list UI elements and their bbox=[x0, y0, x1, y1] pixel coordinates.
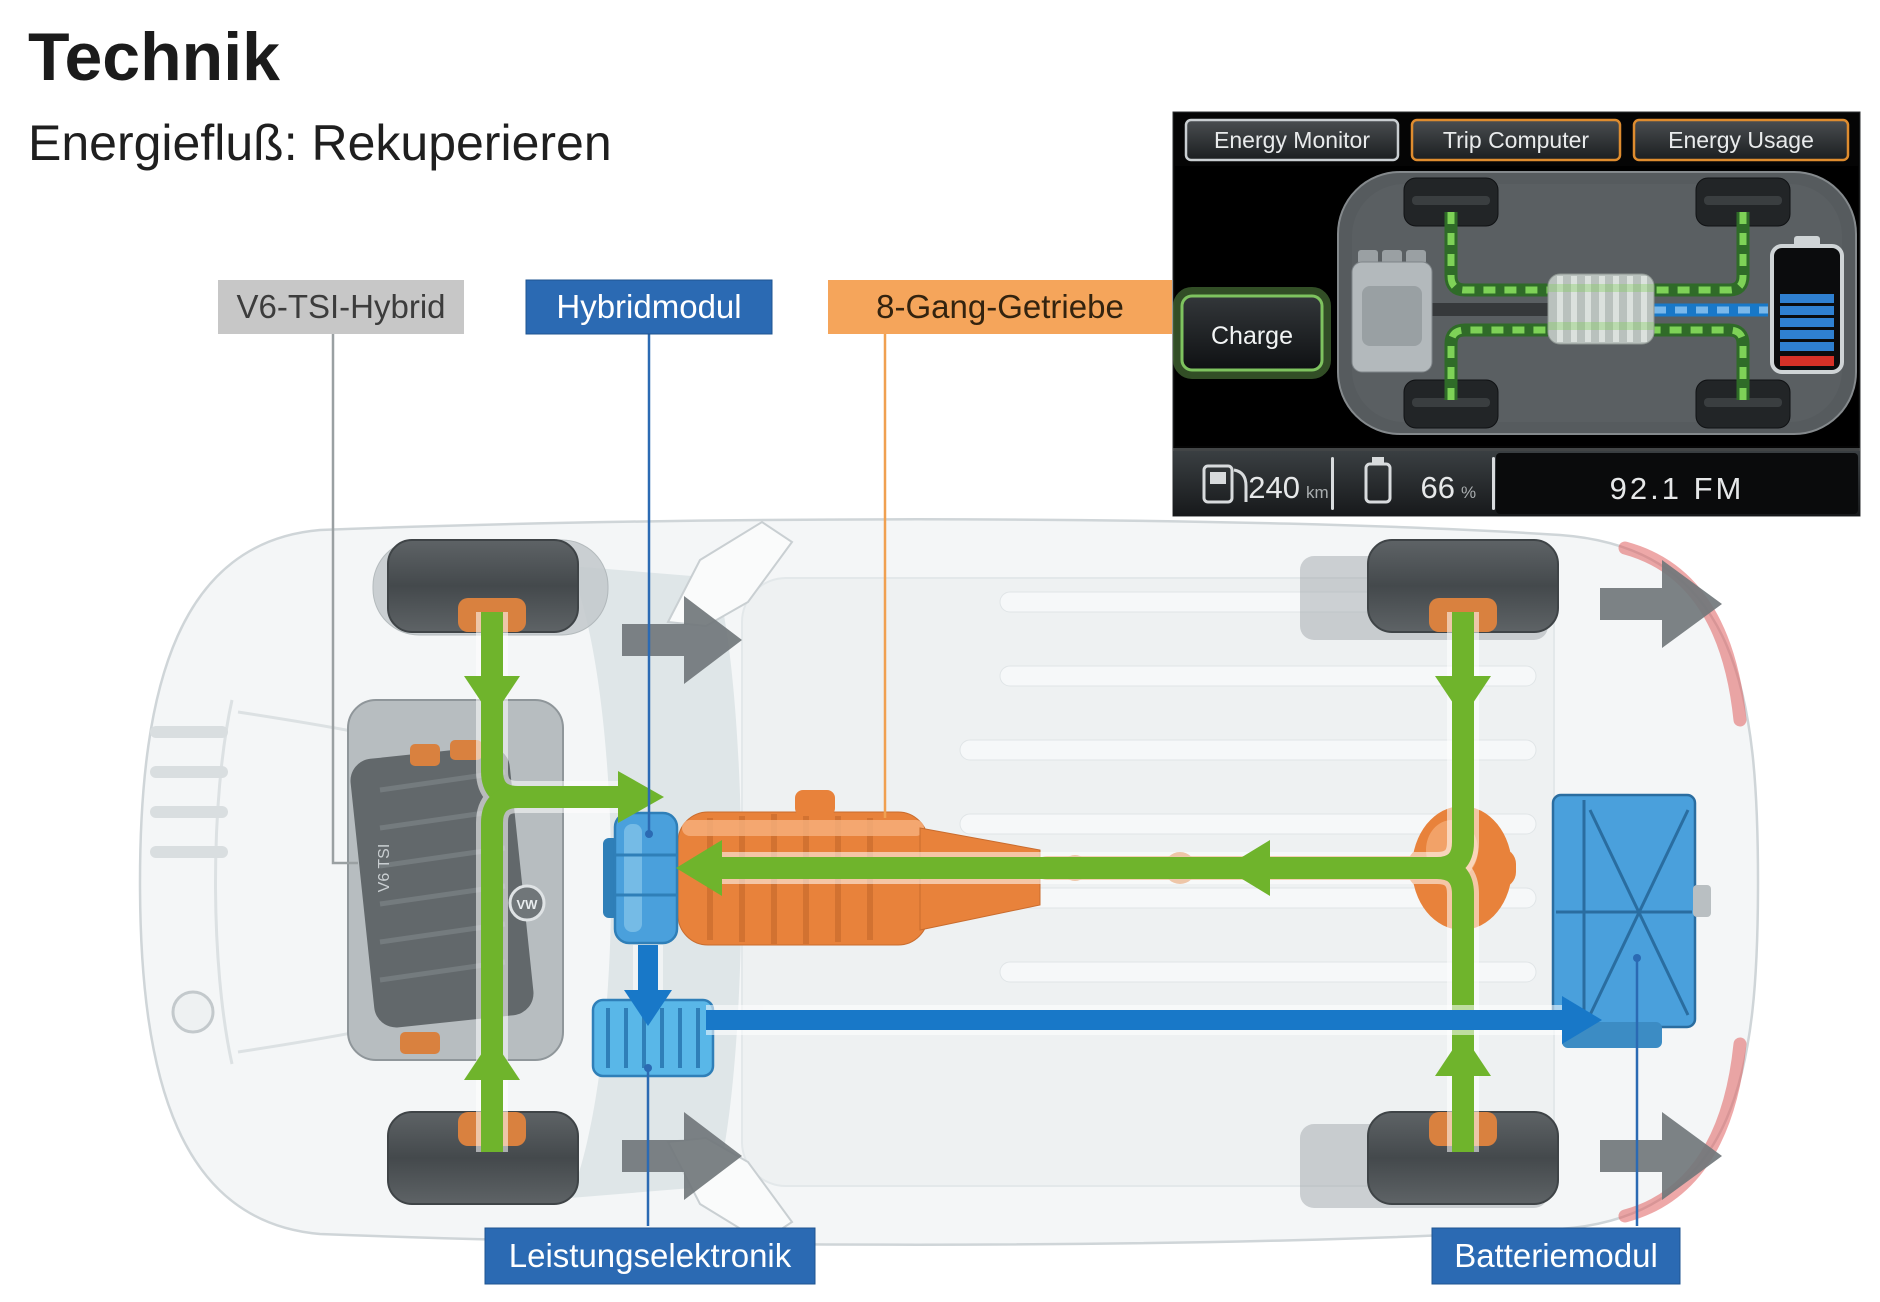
vw-front-emblem bbox=[171, 990, 215, 1034]
label-battery: Batteriemodul bbox=[1454, 1237, 1658, 1274]
vw-logo-text: VW bbox=[517, 897, 539, 912]
radio-segment-bg bbox=[1496, 453, 1858, 514]
page-subtitle: Energiefluß: Rekuperieren bbox=[28, 115, 612, 171]
direction-arrow-front-bottom bbox=[622, 1112, 742, 1200]
tab-energy-usage-label: Energy Usage bbox=[1668, 127, 1814, 153]
charge-button-glow bbox=[1173, 287, 1331, 379]
statusbar-divider bbox=[1492, 457, 1495, 510]
connector-dot bbox=[644, 1064, 652, 1072]
tab-trip-computer[interactable] bbox=[1410, 118, 1622, 162]
label-gearbox: 8-Gang-Getriebe bbox=[876, 288, 1124, 325]
tab-trip-computer-label: Trip Computer bbox=[1443, 127, 1589, 153]
green-arrow-down-front bbox=[464, 676, 520, 718]
charge-button[interactable] bbox=[1180, 294, 1324, 372]
blue-arrow-into-battery bbox=[1562, 996, 1602, 1044]
connector-engine-label bbox=[331, 334, 358, 865]
page-title: Technik bbox=[28, 19, 280, 95]
label-hybridmodule: Hybridmodul bbox=[556, 288, 741, 325]
green-arrow-up-rear bbox=[1435, 1034, 1491, 1076]
statusbar-divider bbox=[1331, 457, 1334, 510]
charge-button-label: Charge bbox=[1211, 322, 1293, 350]
direction-arrows bbox=[622, 560, 1722, 1200]
display-green-paths bbox=[1444, 212, 1750, 400]
green-flow-lines bbox=[464, 612, 1491, 1152]
display-transmission-icon bbox=[1547, 273, 1655, 345]
front-grille bbox=[150, 726, 228, 1034]
display-wheels bbox=[1403, 177, 1791, 429]
direction-arrow-rear-bottom bbox=[1600, 1112, 1722, 1200]
label-electronics: Leistungselektronik bbox=[509, 1237, 792, 1274]
engine-detail-orange bbox=[450, 740, 482, 760]
blue-flow-lines bbox=[624, 945, 1602, 1044]
gearbox-top-mount bbox=[795, 790, 835, 816]
engine-v6: V6 TSI VW bbox=[347, 699, 564, 1061]
vw-logo-icon bbox=[508, 884, 546, 922]
range-value: 240 bbox=[1248, 470, 1300, 505]
battery-icon bbox=[1364, 457, 1392, 504]
blue-arrow-down bbox=[624, 990, 672, 1026]
battery-module bbox=[1551, 793, 1711, 1048]
label-engine: V6-TSI-Hybrid bbox=[236, 288, 445, 325]
battery-unit: % bbox=[1461, 483, 1476, 502]
engine-detail-orange bbox=[400, 1032, 440, 1054]
green-arrow-up-front bbox=[464, 1038, 520, 1080]
fuel-pump-icon bbox=[1202, 464, 1248, 504]
tab-energy-monitor-label: Energy Monitor bbox=[1214, 127, 1370, 153]
direction-arrow-rear-top bbox=[1600, 560, 1722, 648]
display-engine-icon bbox=[1351, 250, 1433, 373]
display-driveshaft bbox=[1428, 303, 1550, 316]
display-status-bar: 240 km 66 % 92.1 FM bbox=[1173, 448, 1860, 516]
green-arrow-left-mid bbox=[1224, 840, 1270, 896]
display-battery-icon bbox=[1770, 236, 1844, 374]
tab-energy-monitor[interactable] bbox=[1184, 118, 1400, 162]
engine-badge: V6 TSI bbox=[376, 844, 393, 893]
callout-labels: V6-TSI-Hybrid Hybridmodul 8-Gang-Getrieb… bbox=[218, 279, 1681, 1285]
tab-energy-usage[interactable] bbox=[1632, 118, 1850, 162]
label-gearbox-box bbox=[828, 280, 1172, 334]
engine-detail-orange bbox=[410, 744, 440, 766]
hybrid-module bbox=[603, 811, 679, 945]
connector-dot bbox=[645, 830, 653, 838]
direction-arrow-front-top bbox=[622, 596, 742, 684]
label-hybridmodule-box bbox=[525, 279, 773, 335]
infotainment-display: Energy Monitor Trip Computer Energy Usag… bbox=[1172, 111, 1861, 517]
label-engine-box bbox=[218, 280, 464, 334]
range-unit: km bbox=[1306, 483, 1329, 502]
green-arrow-into-module-front bbox=[618, 771, 664, 823]
radio-station: 92.1 FM bbox=[1610, 471, 1745, 506]
wheels bbox=[387, 539, 1559, 1205]
connector-dot bbox=[1633, 954, 1641, 962]
front-edge-line bbox=[214, 699, 234, 1065]
green-arrow-into-module-rear bbox=[676, 840, 722, 896]
label-battery-box bbox=[1431, 1227, 1681, 1285]
green-arrow-down-rear bbox=[1435, 676, 1491, 718]
battery-value: 66 bbox=[1421, 470, 1455, 505]
label-electronics-box bbox=[484, 1227, 816, 1285]
